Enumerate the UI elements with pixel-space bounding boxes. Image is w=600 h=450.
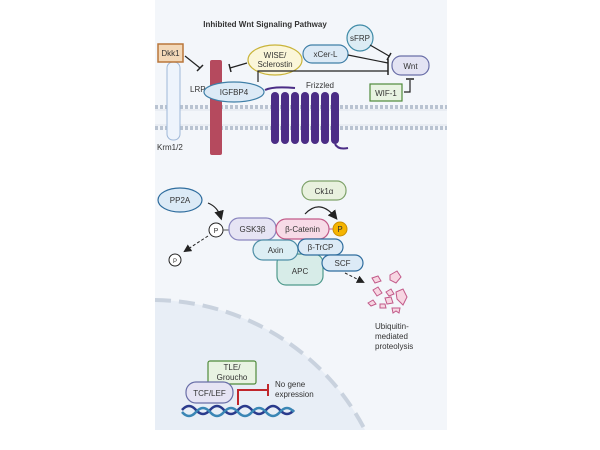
phosphate-label: P (214, 228, 219, 235)
wise-label: WISE/ (264, 51, 287, 60)
no-gene-label-line1: No gene (275, 380, 306, 389)
axin-label: Axin (268, 246, 284, 255)
beta-trcp-label: β-TrCP (308, 243, 334, 252)
wise-sclerostin (247, 44, 303, 76)
no-gene-label-line2: expression (275, 390, 314, 399)
ck1a (301, 180, 347, 201)
pp2a-label: PP2A (170, 196, 191, 205)
ubiquitin-label-line2: mediated (375, 332, 408, 341)
apc-label: APC (292, 267, 309, 276)
dkk1-label: Dkk1 (161, 49, 180, 58)
beta-trcp (297, 238, 344, 256)
krm-receptor (166, 61, 181, 141)
gsk3b-label: GSK3β (240, 225, 266, 234)
groucho-label: Groucho (217, 373, 248, 382)
lrp-receptor (210, 60, 222, 155)
wnt-label: Wnt (403, 62, 418, 71)
diagram-title: Inhibited Wnt Signaling Pathway (203, 20, 327, 29)
pp2a (157, 187, 203, 213)
frizzled-label: Frizzled (306, 81, 334, 90)
frizzled-receptor (264, 86, 349, 150)
lrp-label: LRP (190, 85, 206, 94)
xcer-l (302, 44, 349, 64)
protein-fragments (367, 270, 408, 314)
inhibition-mark (237, 389, 267, 405)
phosphate-catenin (332, 221, 348, 237)
tle-label: TLE/ (224, 363, 242, 372)
dna-helix (181, 404, 295, 418)
ubiquitin-label-line3: proteolysis (375, 342, 413, 351)
sclerostin-label: Sclerostin (257, 60, 292, 69)
scf-label: SCF (335, 259, 351, 268)
nuclear-envelope (154, 298, 367, 431)
wif1-box (369, 83, 403, 102)
ubiquitin-label-line1: Ubiquitin- (375, 322, 409, 331)
released-phosphate (168, 253, 182, 267)
ck1a-label: Ck1α (315, 187, 334, 196)
tcf-lef-label: TCF/LEF (193, 389, 226, 398)
wif1-label: WIF-1 (375, 89, 397, 98)
sfrp (346, 24, 374, 52)
igfbp4-label: IGFBP4 (220, 88, 249, 97)
krm-label: Krm1/2 (157, 143, 183, 152)
released-phosphate-label: P (173, 259, 177, 265)
scf (321, 254, 364, 272)
phosphate-catenin-label: P (337, 225, 342, 234)
tle-groucho (207, 360, 257, 385)
tcf-lef (185, 381, 234, 404)
apc (276, 253, 324, 286)
dkk1-box (157, 43, 184, 63)
sfrp-label: sFRP (350, 34, 370, 43)
wnt-ligand (391, 55, 430, 76)
beta-catenin-label: β-Catenin (285, 225, 320, 234)
igfbp4 (203, 81, 265, 103)
xcer-label: xCer-L (313, 50, 338, 59)
